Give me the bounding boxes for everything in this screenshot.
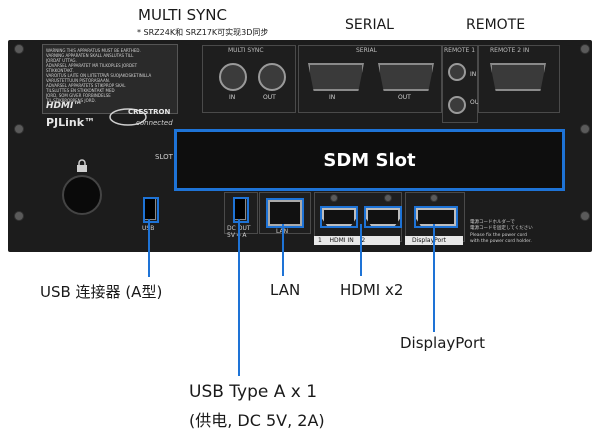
crestron-logo-subtext: connected: [136, 119, 173, 127]
dc-out-highlight: [233, 197, 249, 223]
screw: [580, 211, 590, 221]
remote1-out-label: OUT: [470, 99, 483, 106]
multi-sync-in-port: [219, 63, 247, 91]
hdmi-1-port: [322, 208, 356, 226]
lan-port: [268, 200, 302, 226]
remote-title: REMOTE: [466, 17, 526, 33]
crestron-logo-text: CRESTRON: [128, 108, 171, 116]
screw: [580, 44, 590, 54]
hdmi-callout-line: [360, 224, 362, 276]
usb-type-a-callout-line2: (供电, DC 5V, 2A): [189, 411, 325, 430]
hdmi-1-highlight: [320, 206, 358, 228]
security-lock-port: [62, 175, 102, 215]
dc-out-callout-line: [238, 219, 240, 376]
multi-sync-out-label: OUT: [263, 94, 276, 101]
screw: [14, 124, 24, 134]
warning-line: VARNING APPARATEN SKALL ANSLUTAS TILL: [46, 53, 134, 58]
displayport-highlight: [414, 206, 458, 228]
displayport-port: [416, 208, 456, 226]
displayport-callout-line: [433, 224, 435, 332]
screw: [330, 194, 338, 202]
lan-callout: LAN: [270, 281, 301, 299]
lock-icon: [75, 158, 89, 177]
screw: [14, 44, 24, 54]
warning-label: WARNING THIS APPARATUS MUST BE EARTHED. …: [42, 44, 178, 114]
usb-type-a-callout-line1: USB Type A x 1: [189, 382, 318, 402]
displayport-panel-label: DisplayPort: [412, 237, 447, 244]
sdm-slot-label: SDM Slot: [323, 150, 416, 171]
usb-connector-callout: USB 连接器 (A型): [40, 283, 163, 301]
screw: [580, 124, 590, 134]
screw: [430, 194, 438, 202]
warning-line: JORD, SOM GIVER FORBINDELSE: [46, 93, 111, 98]
remote1-out-port: [448, 96, 466, 114]
warning-line: TILSLUTTES EN STIKKONTAKT MED: [46, 88, 115, 93]
screw: [384, 194, 392, 202]
lan-highlight: [266, 198, 304, 228]
hdmi-2-port: [366, 208, 400, 226]
sdm-slot: SDM Slot: [174, 129, 565, 191]
warning-line: JORDAT UTTAG.: [46, 58, 77, 63]
remote1-in-port: [448, 63, 466, 81]
displayport-callout: DisplayPort: [400, 334, 486, 352]
warning-line: ADVARSEL APPARATET MÅ TILKOPLES JORDET: [46, 63, 138, 68]
power-cord-note: Please fix the power cord with the power…: [470, 233, 532, 244]
multi-sync-title: MULTI SYNC: [138, 6, 227, 24]
remote1-in-label: IN: [470, 71, 477, 78]
power-cord-note-jp: 電源コードホルダーで 電源コードを固定してください: [470, 220, 533, 231]
multi-sync-note: * SRZ24K和 SRZ17K可实现3D同步: [137, 28, 269, 37]
hdmi-callout: HDMI x2: [340, 281, 404, 299]
warning-line: TIL STIKPROPPENS JORD.: [46, 98, 96, 103]
hdmi-in-label: 1 HDMI IN 2: [318, 237, 366, 244]
remote2-in-port: [490, 63, 546, 91]
crestron-swoosh-icon: [109, 108, 147, 126]
warning-line: WARNING THIS APPARATUS MUST BE EARTHED.: [46, 48, 141, 53]
multi-sync-in-label: IN: [229, 94, 236, 101]
warning-line: VARUSTETTUUN PISTORASIAAN.: [46, 78, 111, 83]
serial-out-port: [378, 63, 434, 91]
screw: [14, 211, 24, 221]
hdmi-2-highlight: [364, 206, 402, 228]
warning-line: STIKKONTAKT.: [46, 68, 74, 73]
remote1-group-label: REMOTE 1: [444, 47, 476, 54]
usb-highlight: [143, 197, 159, 223]
serial-out-label: OUT: [398, 94, 411, 101]
hdmi-label-bar: [314, 236, 400, 245]
serial-group-label: SERIAL: [356, 47, 377, 54]
slot-label: SLOT: [155, 153, 173, 161]
lan-callout-line: [282, 224, 284, 276]
crestron-logo: [108, 105, 172, 139]
serial-title: SERIAL: [345, 17, 394, 33]
multi-sync-out-port: [258, 63, 286, 91]
usb-callout-line: [148, 219, 150, 277]
warning-line: VAROITUS LAITE ON LIITETTÄVÄ SUOJAKOSKET…: [46, 73, 152, 78]
warning-line: ADVARSEL APPARATETS STIKPROP SKAL: [46, 83, 126, 88]
serial-in-port: [308, 63, 364, 91]
serial-in-label: IN: [329, 94, 336, 101]
remote2-group-label: REMOTE 2 IN: [490, 47, 530, 54]
pjlink-logo: PJLink™: [46, 116, 96, 129]
multi-sync-group-label: MULTI SYNC: [228, 47, 264, 54]
hdmi-logo: HDMI™: [46, 101, 83, 111]
